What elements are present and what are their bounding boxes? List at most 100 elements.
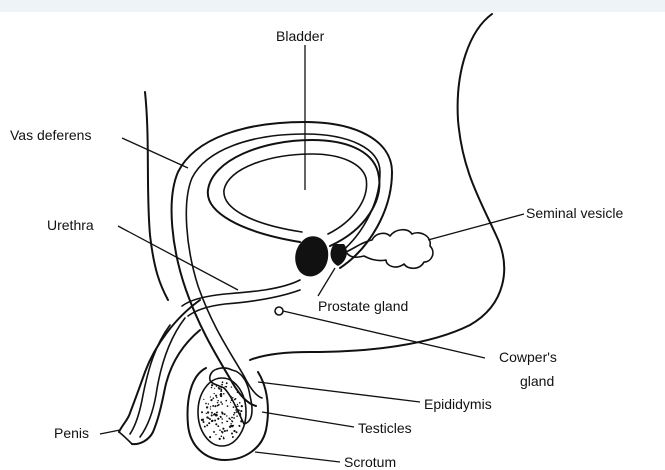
stipple-dot (202, 421, 204, 423)
stipple-dot (215, 434, 216, 435)
stipple-dot (211, 399, 212, 400)
label-urethra: Urethra (47, 217, 94, 233)
label-scrotum: Scrotum (344, 454, 396, 470)
stipple-dot (223, 393, 225, 395)
epididymis-leader-line (258, 382, 420, 402)
stipple-dot (226, 382, 228, 384)
label-seminal-vesicle: Seminal vesicle (526, 205, 623, 221)
label-vas-deferens: Vas deferens (10, 127, 91, 143)
stipple-dot (225, 400, 227, 402)
stipple-dot (221, 422, 223, 424)
stipple-dot (221, 384, 223, 386)
stipple-dot (233, 406, 235, 408)
label-prostate-gland: Prostate gland (318, 298, 408, 314)
stipple-dot (214, 388, 215, 389)
label-cowpers-gland-line2: gland (520, 373, 554, 389)
stipple-dot (240, 420, 242, 422)
stipple-dot (223, 438, 225, 440)
label-bladder: Bladder (276, 28, 325, 44)
stipple-dot (220, 390, 222, 392)
stipple-dot (238, 410, 239, 411)
stipple-dot (206, 406, 208, 408)
stipple-dot (219, 438, 221, 440)
stipple-dot (235, 409, 236, 410)
stipple-dot (221, 386, 223, 388)
stipple-dot (209, 418, 211, 420)
stipple-dot (222, 428, 224, 430)
stipple-dot (209, 436, 211, 438)
stipple-dot (211, 387, 212, 388)
stipple-dot (231, 396, 232, 397)
stipple-dot (232, 425, 234, 427)
stipple-dot (211, 384, 213, 386)
stipple-dot (211, 412, 213, 414)
stipple-dot (239, 402, 241, 404)
scrotum-leader-line (255, 452, 340, 462)
stipple-dot (202, 418, 203, 419)
stipple-dot (239, 413, 241, 415)
stipple-dot (225, 386, 226, 387)
vas-deferens-outer (172, 122, 392, 406)
label-penis: Penis (54, 425, 89, 441)
stipple-dot (236, 431, 238, 433)
scrotum-outline (188, 368, 268, 460)
stipple-dot (239, 426, 240, 427)
stipple-dot (208, 422, 210, 424)
stipple-dot (214, 420, 216, 422)
stipple-dot (236, 411, 238, 413)
stipple-dot (235, 398, 237, 400)
stipple-dot (226, 430, 228, 432)
stipple-dot (217, 402, 218, 403)
stipple-dot (231, 400, 233, 402)
stipple-dot (232, 397, 233, 398)
stipple-dot (236, 406, 237, 407)
stipple-dot (201, 411, 203, 413)
stipple-dot (220, 401, 222, 403)
stipple-dot (224, 430, 225, 431)
vas-deferens-leader-line (122, 138, 188, 168)
stipple-dot (214, 393, 215, 394)
stipple-dot (218, 387, 220, 389)
seminal-vesicle-shape (346, 230, 433, 269)
stipple-dot (240, 414, 242, 416)
stipple-dot (221, 403, 223, 405)
stipple-dot (213, 431, 215, 433)
stipple-dot (221, 431, 223, 433)
stipple-dot (219, 394, 220, 395)
stipple-dot (222, 381, 224, 383)
stipple-dot (237, 404, 238, 405)
stipple-dot (230, 423, 231, 424)
stipple-dot (208, 403, 209, 404)
stipple-dot (233, 414, 235, 416)
stipple-dot (230, 419, 231, 420)
stipple-dot (210, 408, 211, 409)
stipple-dot (240, 410, 242, 412)
body-front-outline (145, 92, 168, 300)
stipple-dot (226, 421, 228, 423)
stipple-dot (215, 414, 217, 416)
stipple-dot (231, 417, 233, 419)
stipple-dot (232, 421, 233, 422)
bladder-inner-wall (224, 154, 367, 234)
stipple-dot (221, 418, 223, 420)
top-banner-tint (0, 0, 665, 12)
stipple-dot (213, 414, 215, 416)
stipple-dot (233, 417, 235, 419)
stipple-dot (211, 420, 213, 422)
stipple-dot (226, 415, 227, 416)
cowpers-gland-leader-line (283, 311, 485, 358)
stipple-dot (221, 435, 223, 437)
label-cowpers-gland-line1: Cowper's (499, 349, 557, 365)
stipple-dot (227, 405, 229, 407)
stipple-dot (217, 405, 219, 407)
stipple-dot (241, 405, 243, 407)
stipple-dot (234, 412, 236, 414)
stipple-dot (232, 436, 234, 438)
stipple-dot (210, 396, 211, 397)
stipple-dot (215, 423, 217, 425)
stipple-dot (212, 405, 214, 407)
stipple-dot (230, 402, 231, 403)
stipple-dot (238, 412, 239, 413)
